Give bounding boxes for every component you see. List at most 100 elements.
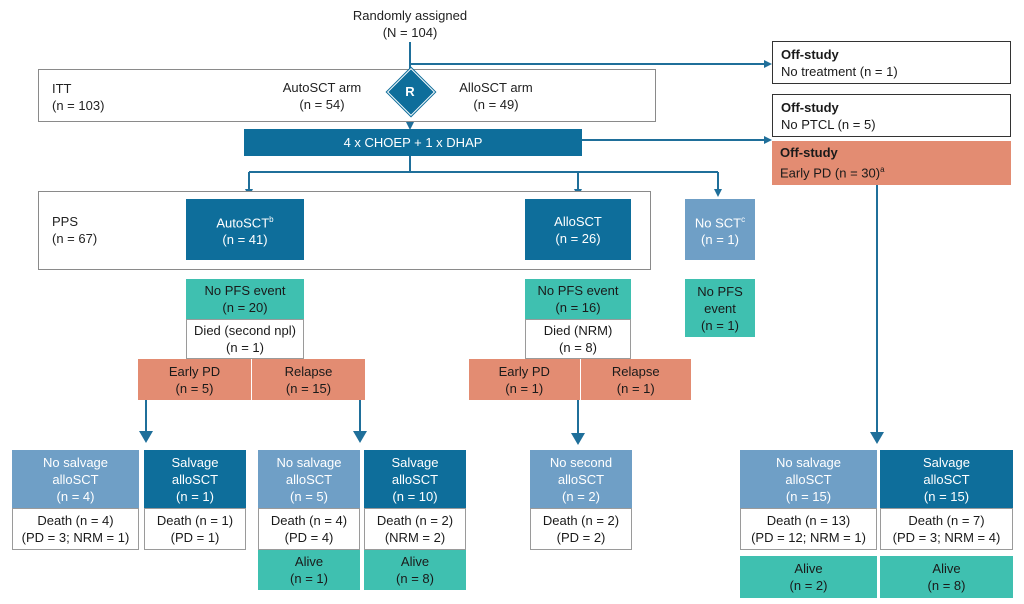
b4-l2: alloSCT (391, 471, 439, 487)
b3-n: (n = 5) (290, 488, 328, 504)
b3-d2: (PD = 4) (284, 530, 334, 545)
nosct-no-pfs-event: No PFS event (n = 1) (685, 279, 755, 337)
nosct-nopfs-l1: No PFS (697, 283, 743, 299)
allo-relapse-label: Relapse (611, 363, 660, 379)
b5-d2: (PD = 2) (556, 530, 606, 545)
b4-d1: Death (n = 2) (376, 513, 454, 528)
b1-l1: No salvage (42, 454, 109, 470)
auto-died-second-npl: Died (second npl) (n = 1) (186, 319, 304, 359)
nosct-nopfs-n: (n = 1) (701, 317, 739, 333)
b6-a2: (n = 2) (789, 578, 828, 593)
earlypd-salvage-alive: Alive (n = 8) (880, 556, 1013, 598)
allo-nopfs-n: (n = 16) (555, 300, 601, 315)
b5-l2: alloSCT (557, 471, 605, 487)
allo-no-pfs-event: No PFS event (n = 16) (525, 279, 631, 319)
earlypd-salvage-death: Death (n = 7) (PD = 3; NRM = 4) (880, 508, 1013, 550)
b6-n: (n = 15) (785, 488, 832, 504)
b4-a1: Alive (400, 554, 430, 569)
earlypd-no-salvage-alive: Alive (n = 2) (740, 556, 877, 598)
b7-l1: Salvage (923, 454, 970, 470)
allo-nopfs-label: No PFS event (537, 283, 619, 298)
allo-died-n: (n = 8) (559, 340, 597, 355)
nosct-label: No SCT (694, 215, 742, 231)
auto-no-pfs-event: No PFS event (n = 20) (186, 279, 304, 319)
relapse-salvage-death: Death (n = 2) (NRM = 2) (364, 508, 466, 550)
randomized-label: Randomly assigned (N = 104) (320, 7, 500, 41)
randomized-n: (N = 104) (382, 25, 438, 40)
nosct-label-line: No SCTc (695, 211, 745, 231)
allosct-n: (n = 26) (555, 230, 601, 246)
auto-relapse-n: (n = 15) (285, 380, 332, 396)
offstudy-3-reason-line: Early PD (n = 30)a (780, 161, 885, 181)
offstudy-2-reason: No PTCL (n = 5) (781, 116, 876, 132)
b5-n: (n = 2) (562, 488, 600, 504)
allo-died-label: Died (NRM) (543, 323, 613, 338)
offstudy-1-reason: No treatment (n = 1) (781, 63, 898, 79)
itt-allo-arm-n: (n = 49) (473, 97, 519, 112)
allo-earlypd-label: Early PD (498, 363, 550, 379)
b1-d1: Death (n = 4) (37, 513, 114, 528)
b4-n: (n = 10) (392, 488, 438, 504)
b5-d1: Death (n = 2) (542, 513, 620, 528)
b3-l1: No salvage (276, 454, 342, 470)
itt-title: ITT (52, 81, 72, 96)
itt-label: ITT (n = 103) (52, 80, 104, 114)
nosct-nopfs-l2: event (704, 300, 736, 316)
auto-died-n: (n = 1) (226, 340, 264, 355)
b2-l2: alloSCT (171, 471, 219, 487)
b2-l1: Salvage (171, 454, 219, 470)
b2-d1: Death (n = 1) (156, 513, 234, 528)
randomized-title: Randomly assigned (352, 8, 468, 23)
auto-nopfs-n: (n = 20) (222, 300, 268, 315)
b3-a2: (n = 1) (290, 571, 328, 586)
b6-d2: (PD = 12; NRM = 1) (751, 530, 866, 545)
itt-box (38, 69, 656, 122)
auto-earlypd-n: (n = 5) (175, 380, 214, 396)
b4-a2: (n = 8) (396, 571, 434, 586)
b3-a1: Alive (294, 554, 324, 569)
b1-d2: (PD = 3; NRM = 1) (21, 530, 130, 545)
allo-relapse: Relapse (n = 1) (581, 359, 692, 400)
nosct-n: (n = 1) (701, 232, 739, 248)
relapse-no-salvage-death: Death (n = 4) (PD = 4) (258, 508, 360, 550)
b1-n: (n = 4) (56, 488, 95, 504)
autosct-label: AutoSCT (216, 215, 270, 231)
allo-relapse-n: (n = 1) (616, 380, 655, 396)
pps-label: PPS (n = 67) (52, 213, 97, 247)
offstudy-no-treatment: Off-study No treatment (n = 1) (772, 41, 1011, 84)
offstudy-3-reason: Early PD (n = 30) (780, 165, 881, 181)
b4-d2: (NRM = 2) (384, 530, 446, 545)
allo-pd-relapse: Early PD (n = 1) Relapse (n = 1) (469, 359, 691, 400)
autosct-label-line: AutoSCTb (216, 211, 273, 231)
relapse-no-salvage-allosct: No salvage alloSCT (n = 5) (258, 450, 360, 508)
autosct-sup: b (269, 214, 274, 224)
relapse-salvage-allosct: Salvage alloSCT (n = 10) (364, 450, 466, 508)
relapse-salvage-alive: Alive (n = 8) (364, 550, 466, 590)
allo-died-nrm: Died (NRM) (n = 8) (525, 319, 631, 359)
b2-n: (n = 1) (176, 488, 214, 504)
b6-l2: alloSCT (785, 471, 832, 487)
b7-a1: Alive (932, 561, 961, 576)
allo-earlypd-n: (n = 1) (505, 380, 544, 396)
nosct-sup: c (741, 214, 746, 224)
offstudy-1-title: Off-study (781, 46, 839, 62)
allo-no-second-death: Death (n = 2) (PD = 2) (530, 508, 632, 550)
earlypd-no-salvage-death: Death (n = 13) (PD = 12; NRM = 1) (740, 508, 877, 550)
offstudy-3-title: Off-study (780, 145, 838, 161)
offstudy-3-sup: a (880, 165, 885, 175)
b3-d1: Death (n = 4) (270, 513, 348, 528)
auto-no-salvage-allosct: No salvage alloSCT (n = 4) (12, 450, 139, 508)
nosct-box: No SCTc (n = 1) (685, 199, 755, 260)
b6-d1: Death (n = 13) (766, 513, 851, 528)
offstudy-no-ptcl: Off-study No PTCL (n = 5) (772, 94, 1011, 137)
offstudy-2-title: Off-study (781, 99, 839, 115)
b7-d2: (PD = 3; NRM = 4) (892, 530, 1001, 545)
b6-a1: Alive (794, 561, 823, 576)
b7-n: (n = 15) (923, 488, 970, 504)
itt-auto-arm: AutoSCT arm (n = 54) (262, 79, 382, 113)
itt-auto-arm-label: AutoSCT arm (282, 80, 362, 95)
allosct-label: AlloSCT (554, 213, 602, 229)
auto-nopfs-label: No PFS event (204, 283, 286, 298)
randomization-r: R (405, 84, 415, 99)
